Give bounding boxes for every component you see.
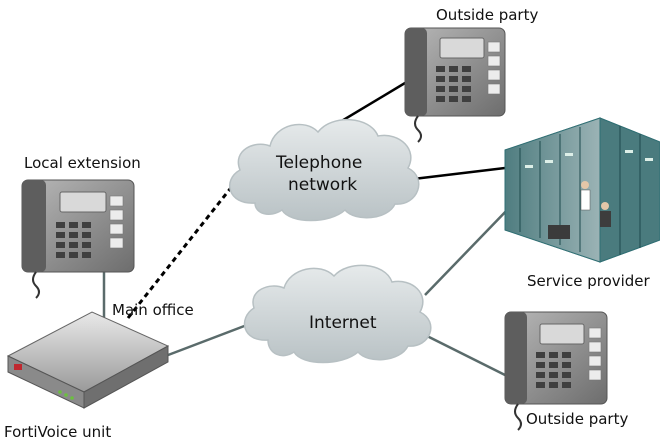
internet-label: Internet <box>309 313 377 333</box>
service-provider-server-room-icon <box>504 117 660 263</box>
internet-cloud: Internet <box>243 264 432 364</box>
telephone-network-label-line2: network <box>288 175 357 195</box>
link-unit-to-telephone-network-dashed <box>126 169 247 319</box>
main-office-label: Main office <box>112 301 194 319</box>
outside-party-bottom-label: Outside party <box>526 410 628 428</box>
fortivoice-unit-label: FortiVoice unit <box>4 423 111 441</box>
link-internet-to-service-provider <box>424 204 513 296</box>
outside-party-top-phone-icon <box>404 27 506 143</box>
link-unit-to-internet <box>154 318 261 362</box>
service-provider-label: Service provider <box>527 272 651 290</box>
telephone-network-label-line1: Telephone <box>275 153 362 173</box>
fortivoice-unit-icon <box>6 311 170 409</box>
outside-party-top-label: Outside party <box>436 6 538 24</box>
local-extension-label: Local extension <box>24 154 141 172</box>
telephone-network-cloud: Telephone network <box>229 119 420 222</box>
local-extension-phone-icon <box>21 179 135 299</box>
link-telephone-network-to-service-provider <box>404 166 506 182</box>
outside-party-bottom-phone-icon <box>504 311 608 431</box>
link-internet-to-outside-party <box>424 333 506 377</box>
